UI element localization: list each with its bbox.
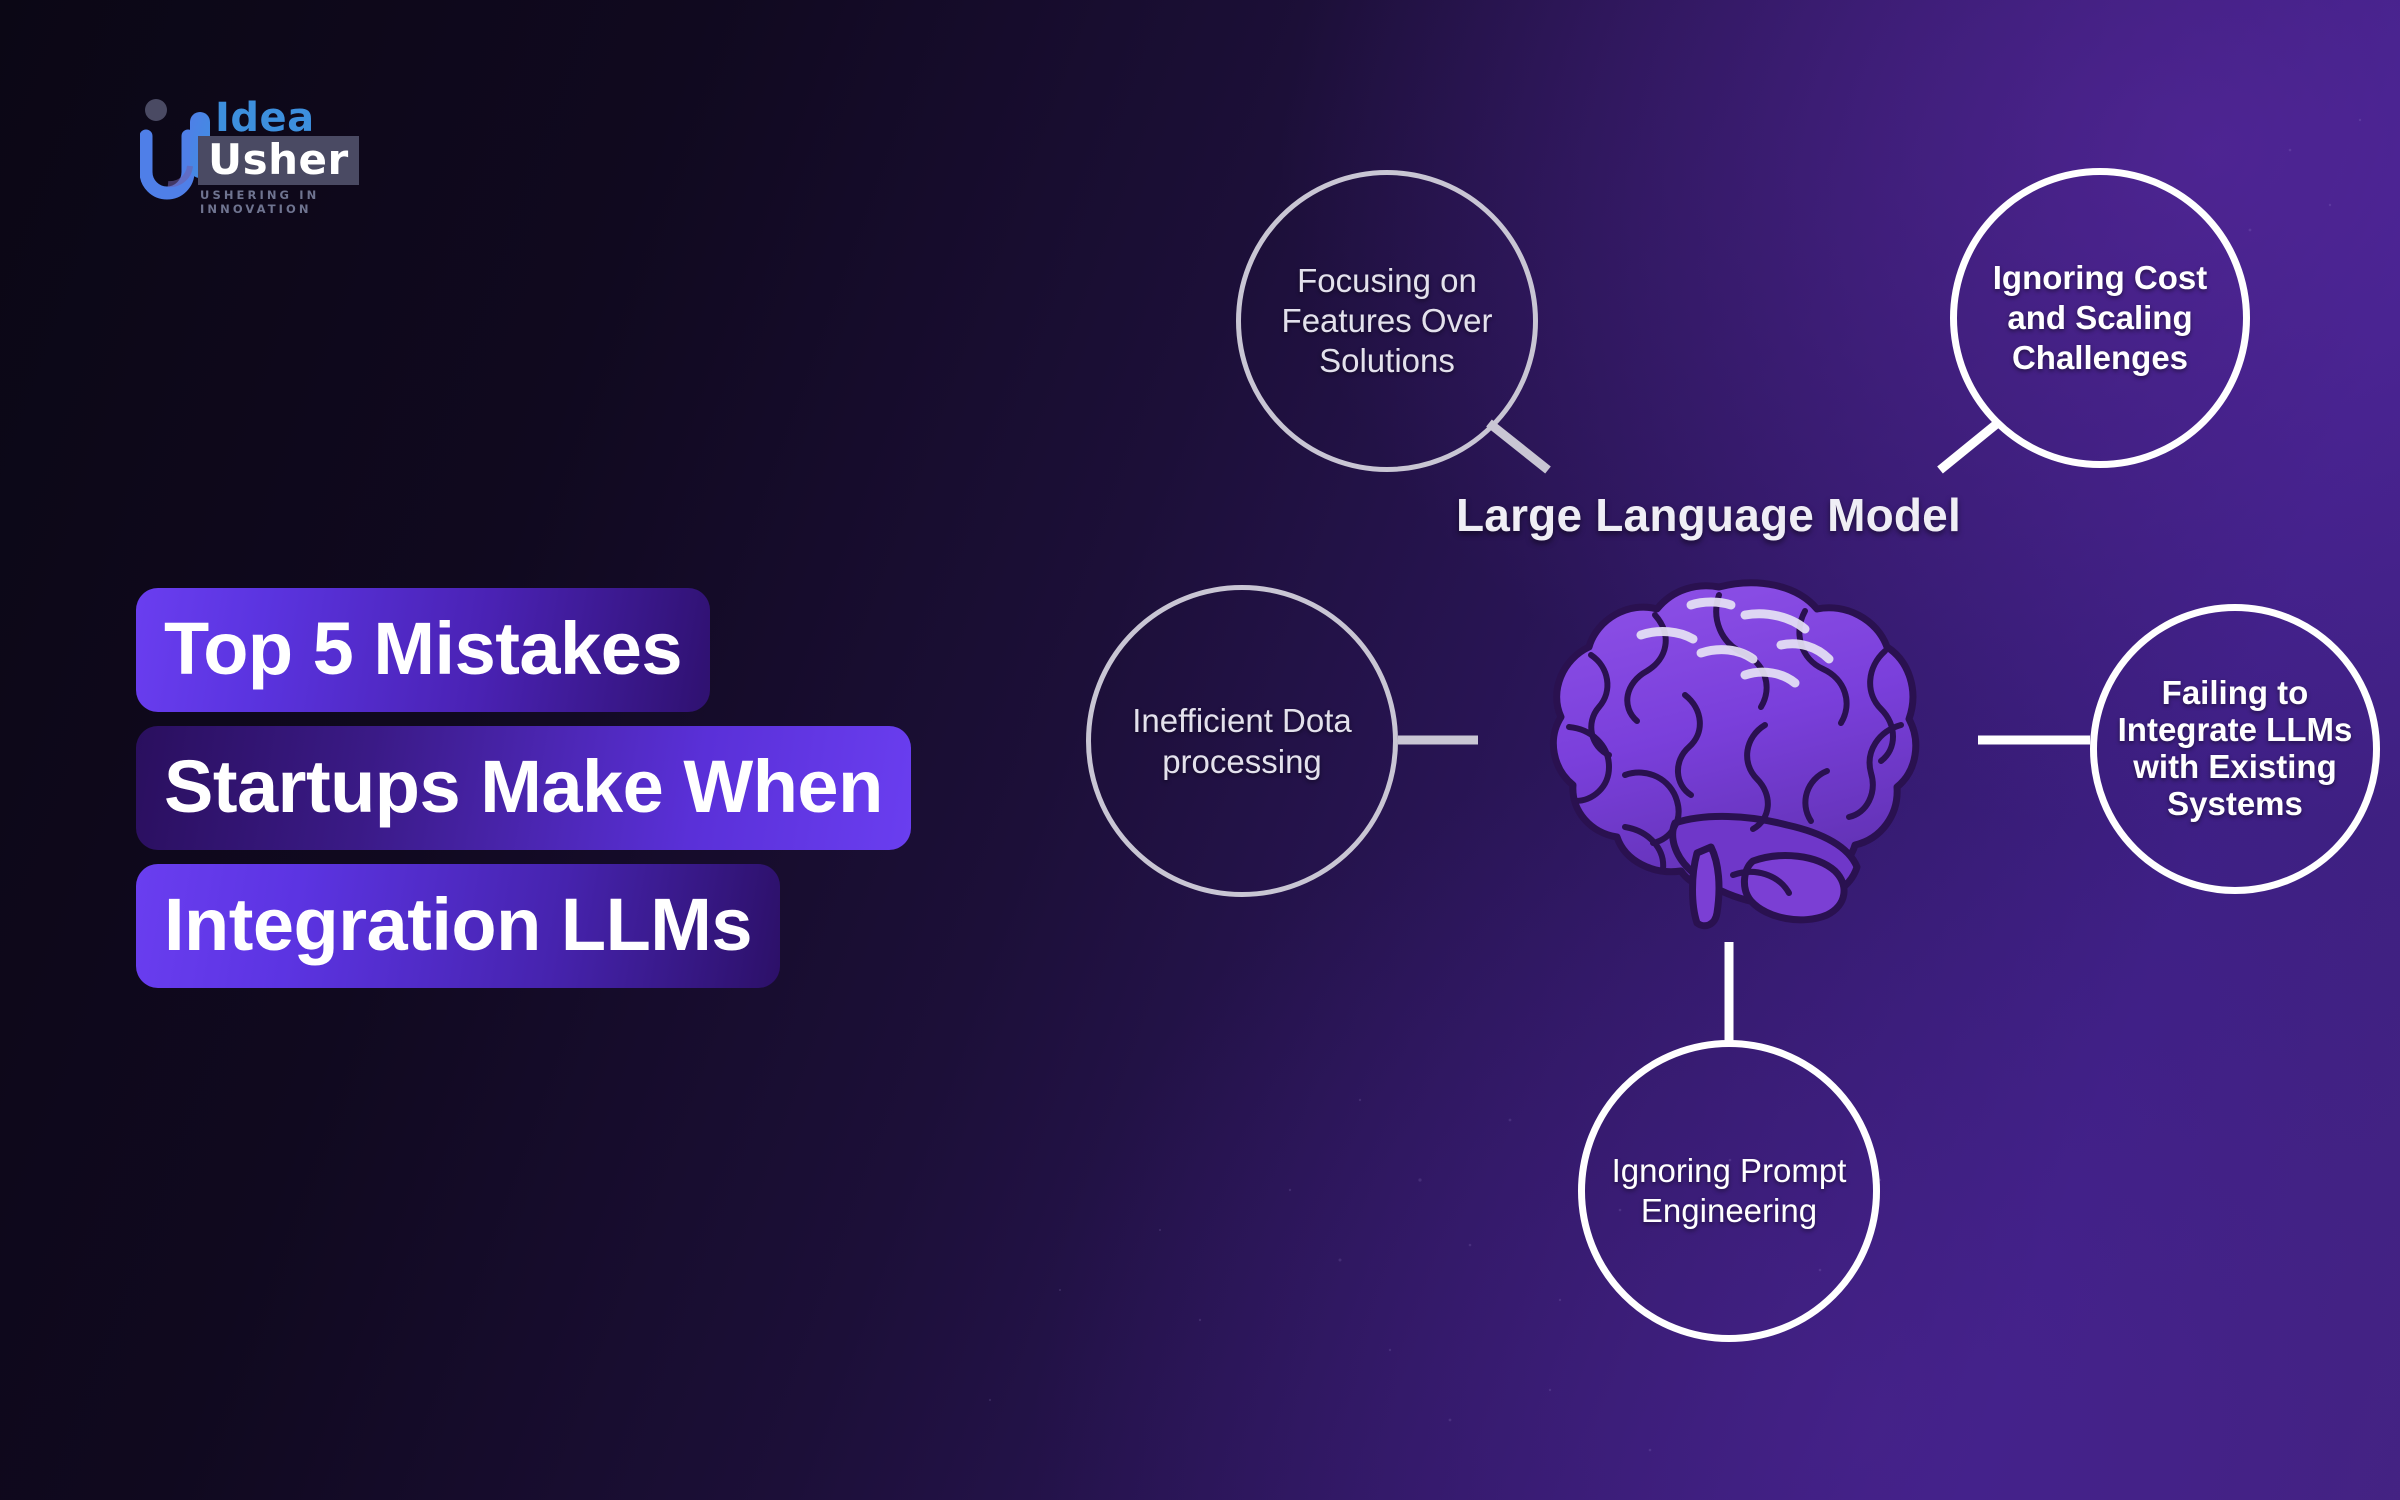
- node-label: Focusing on Features Over Solutions: [1281, 261, 1493, 380]
- logo-text-idea: Idea: [215, 95, 315, 141]
- node-label: Inefficient Dota processing: [1132, 701, 1352, 780]
- logo-text-usher: Usher: [208, 135, 349, 184]
- connector-cost: [1937, 418, 2002, 474]
- node-label: Ignoring Cost and Scaling Challenges: [1992, 258, 2208, 377]
- node-failing-to-integrate-llms-with-existing-systems[interactable]: Failing to Integrate LLMs with Existing …: [2090, 604, 2380, 894]
- title-line-1: Top 5 Mistakes: [136, 588, 711, 712]
- node-inefficient-data-processing[interactable]: Inefficient Dota processing: [1086, 585, 1398, 897]
- node-ignoring-prompt-engineering[interactable]: Ignoring Prompt Engineering: [1578, 1040, 1880, 1342]
- title-line-3: Integration LLMs: [136, 864, 781, 988]
- node-label: Ignoring Prompt Engineering: [1611, 1151, 1847, 1229]
- page-title: Top 5 Mistakes Startups Make When Integr…: [136, 588, 1236, 1002]
- logo-usher-badge: Usher: [198, 136, 359, 185]
- title-line-2: Startups Make When: [136, 726, 911, 850]
- node-focusing-on-features-over-solutions[interactable]: Focusing on Features Over Solutions: [1236, 170, 1538, 472]
- node-ignoring-cost-and-scaling-challenges[interactable]: Ignoring Cost and Scaling Challenges: [1950, 168, 2250, 468]
- brain-icon: [1549, 579, 1920, 930]
- center-label: Large Language Model: [1456, 489, 1961, 541]
- brand-logo[interactable]: Idea Usher USHERING IN INNOVATION: [140, 95, 400, 216]
- connector-features: [1486, 419, 1551, 474]
- node-label: Failing to Integrate LLMs with Existing …: [2117, 674, 2353, 822]
- logo-tagline: USHERING IN INNOVATION: [200, 188, 320, 216]
